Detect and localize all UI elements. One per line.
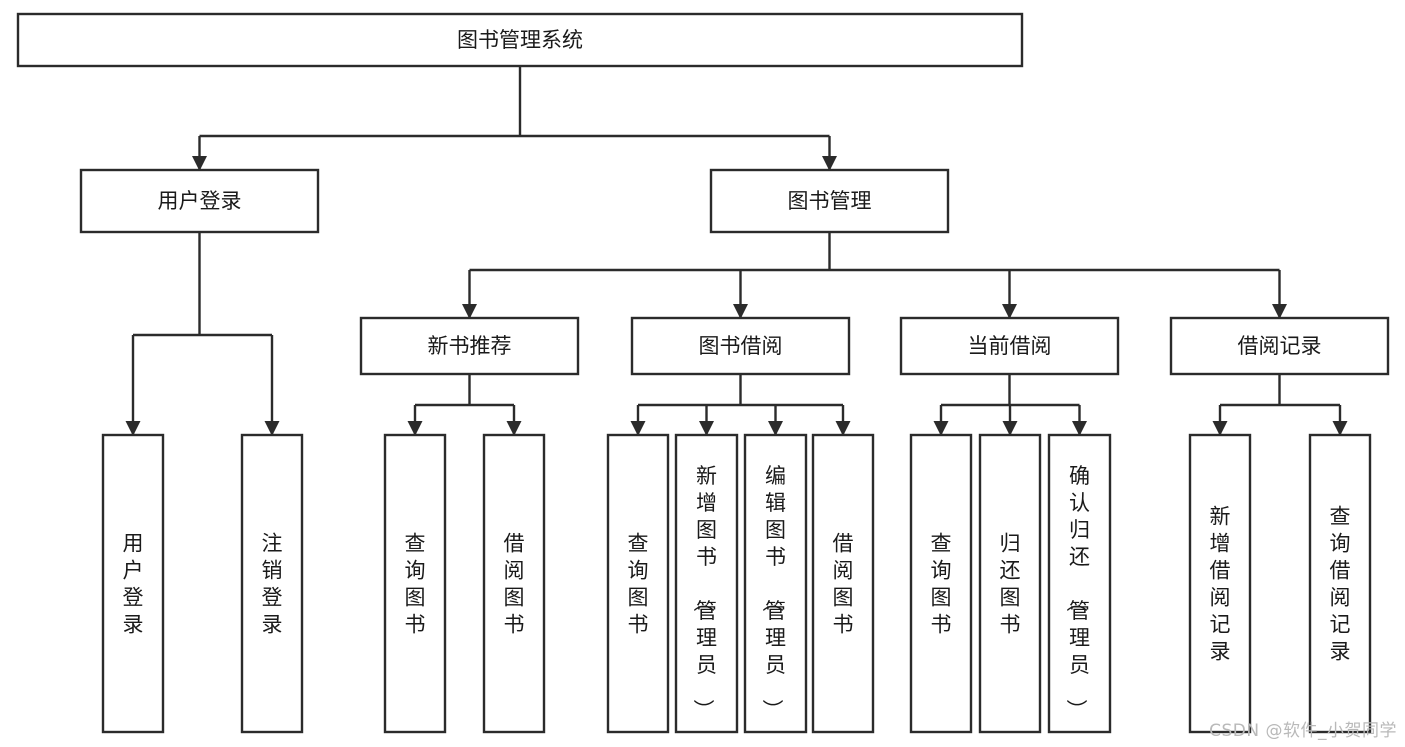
arrow-head xyxy=(462,304,477,319)
node-box-leaf-query-book-cur[interactable] xyxy=(909,433,973,734)
arrow-head xyxy=(768,421,783,436)
node-label-root: 图书管理系统 xyxy=(457,28,583,52)
node-label-book-borrow: 图书借阅 xyxy=(699,334,783,358)
arrow-head xyxy=(699,421,714,436)
node-label-leaf-add-book: 新增图书（管理员） xyxy=(691,464,717,720)
node-user-login[interactable]: 用户登录 xyxy=(79,168,320,234)
node-leaf-user-login[interactable]: 用户登录 xyxy=(101,433,165,734)
node-label-borrow-record: 借阅记录 xyxy=(1238,334,1322,358)
arrow-head xyxy=(1002,304,1017,319)
node-label-new-book-rec: 新书推荐 xyxy=(428,334,512,358)
edge-group-book-borrow xyxy=(630,374,851,436)
csdn-watermark: CSDN @软件_小贺同学 xyxy=(1209,721,1397,741)
node-leaf-borrow-book[interactable]: 借阅图书 xyxy=(811,433,875,734)
node-label-leaf-add-record: 新增借阅记录 xyxy=(1210,505,1231,664)
arrow-head xyxy=(1272,304,1287,319)
arrow-head xyxy=(192,156,207,171)
node-label-leaf-borrow-book: 借阅图书 xyxy=(833,532,854,637)
node-label-leaf-logout: 注销登录 xyxy=(262,532,283,637)
edge-group-root xyxy=(192,66,837,171)
arrow-head xyxy=(733,304,748,319)
node-box-leaf-add-book[interactable] xyxy=(674,433,739,734)
node-box-user-login[interactable] xyxy=(79,168,320,234)
edge-group-borrow-record xyxy=(1212,374,1348,436)
node-book-manage[interactable]: 图书管理 xyxy=(709,168,950,234)
node-label-leaf-query-book-rec: 查询图书 xyxy=(405,532,426,637)
arrow-head xyxy=(1332,421,1348,436)
arrow-head xyxy=(630,421,646,436)
node-box-book-borrow[interactable] xyxy=(630,316,851,376)
node-label-current-borrow: 当前借阅 xyxy=(968,334,1052,358)
arrow-head xyxy=(506,421,522,436)
node-leaf-query-book-cur[interactable]: 查询图书 xyxy=(909,433,973,734)
node-label-leaf-confirm-return: 确认归还（管理员） xyxy=(1064,464,1090,720)
node-box-leaf-query-book-borrow[interactable] xyxy=(606,433,670,734)
node-box-book-manage[interactable] xyxy=(709,168,950,234)
edge-group-new-book-rec xyxy=(407,374,522,436)
node-leaf-return-book[interactable]: 归还图书 xyxy=(978,433,1042,734)
node-label-leaf-return-book: 归还图书 xyxy=(1000,532,1021,637)
node-label-leaf-query-book-cur: 查询图书 xyxy=(931,532,952,637)
node-root[interactable]: 图书管理系统 xyxy=(16,12,1024,68)
node-box-leaf-query-book-rec[interactable] xyxy=(383,433,447,734)
arrow-head xyxy=(822,156,837,171)
node-label-leaf-query-book-borrow: 查询图书 xyxy=(628,532,649,637)
node-box-leaf-logout[interactable] xyxy=(240,433,304,734)
node-box-root[interactable] xyxy=(16,12,1024,68)
arrow-head xyxy=(125,421,141,436)
arrow-head xyxy=(1072,421,1087,436)
node-box-leaf-return-book[interactable] xyxy=(978,433,1042,734)
node-label-book-manage: 图书管理 xyxy=(788,189,872,213)
node-current-borrow[interactable]: 当前借阅 xyxy=(899,316,1120,376)
edge-group-current-borrow xyxy=(933,374,1087,436)
node-leaf-confirm-return[interactable]: 确认归还（管理员） xyxy=(1047,433,1112,734)
node-leaf-query-book-borrow[interactable]: 查询图书 xyxy=(606,433,670,734)
arrow-head xyxy=(1212,421,1228,436)
nodes-layer: 图书管理系统用户登录图书管理新书推荐图书借阅当前借阅借阅记录用户登录注销登录查询… xyxy=(16,12,1390,734)
node-borrow-record[interactable]: 借阅记录 xyxy=(1169,316,1390,376)
node-leaf-logout[interactable]: 注销登录 xyxy=(240,433,304,734)
node-label-user-login: 用户登录 xyxy=(158,189,242,213)
node-book-borrow[interactable]: 图书借阅 xyxy=(630,316,851,376)
edge-group-user-login xyxy=(125,232,280,436)
node-leaf-query-book-rec[interactable]: 查询图书 xyxy=(383,433,447,734)
node-box-new-book-rec[interactable] xyxy=(359,316,580,376)
arrow-head xyxy=(407,421,423,436)
node-leaf-add-record[interactable]: 新增借阅记录 xyxy=(1188,433,1252,734)
node-new-book-rec[interactable]: 新书推荐 xyxy=(359,316,580,376)
node-box-leaf-add-record[interactable] xyxy=(1188,433,1252,734)
node-label-leaf-user-login: 用户登录 xyxy=(123,532,144,637)
node-label-leaf-borrow-book-rec: 借阅图书 xyxy=(504,532,525,637)
edge-group-book-manage xyxy=(462,232,1287,319)
arrow-head xyxy=(933,421,949,436)
connectors-layer xyxy=(125,66,1348,436)
arrow-head xyxy=(264,421,280,436)
node-leaf-add-book[interactable]: 新增图书（管理员） xyxy=(674,433,739,734)
node-box-leaf-borrow-book[interactable] xyxy=(811,433,875,734)
node-label-leaf-edit-book: 编辑图书（管理员） xyxy=(760,464,786,720)
node-label-leaf-query-record: 查询借阅记录 xyxy=(1330,505,1351,664)
arrow-head xyxy=(1002,421,1018,436)
node-box-leaf-borrow-book-rec[interactable] xyxy=(482,433,546,734)
node-box-borrow-record[interactable] xyxy=(1169,316,1390,376)
node-box-leaf-user-login[interactable] xyxy=(101,433,165,734)
node-box-leaf-query-record[interactable] xyxy=(1308,433,1372,734)
node-leaf-edit-book[interactable]: 编辑图书（管理员） xyxy=(743,433,808,734)
node-box-leaf-confirm-return[interactable] xyxy=(1047,433,1112,734)
node-box-leaf-edit-book[interactable] xyxy=(743,433,808,734)
arrow-head xyxy=(835,421,851,436)
node-leaf-query-record[interactable]: 查询借阅记录 xyxy=(1308,433,1372,734)
node-box-current-borrow[interactable] xyxy=(899,316,1120,376)
node-leaf-borrow-book-rec[interactable]: 借阅图书 xyxy=(482,433,546,734)
